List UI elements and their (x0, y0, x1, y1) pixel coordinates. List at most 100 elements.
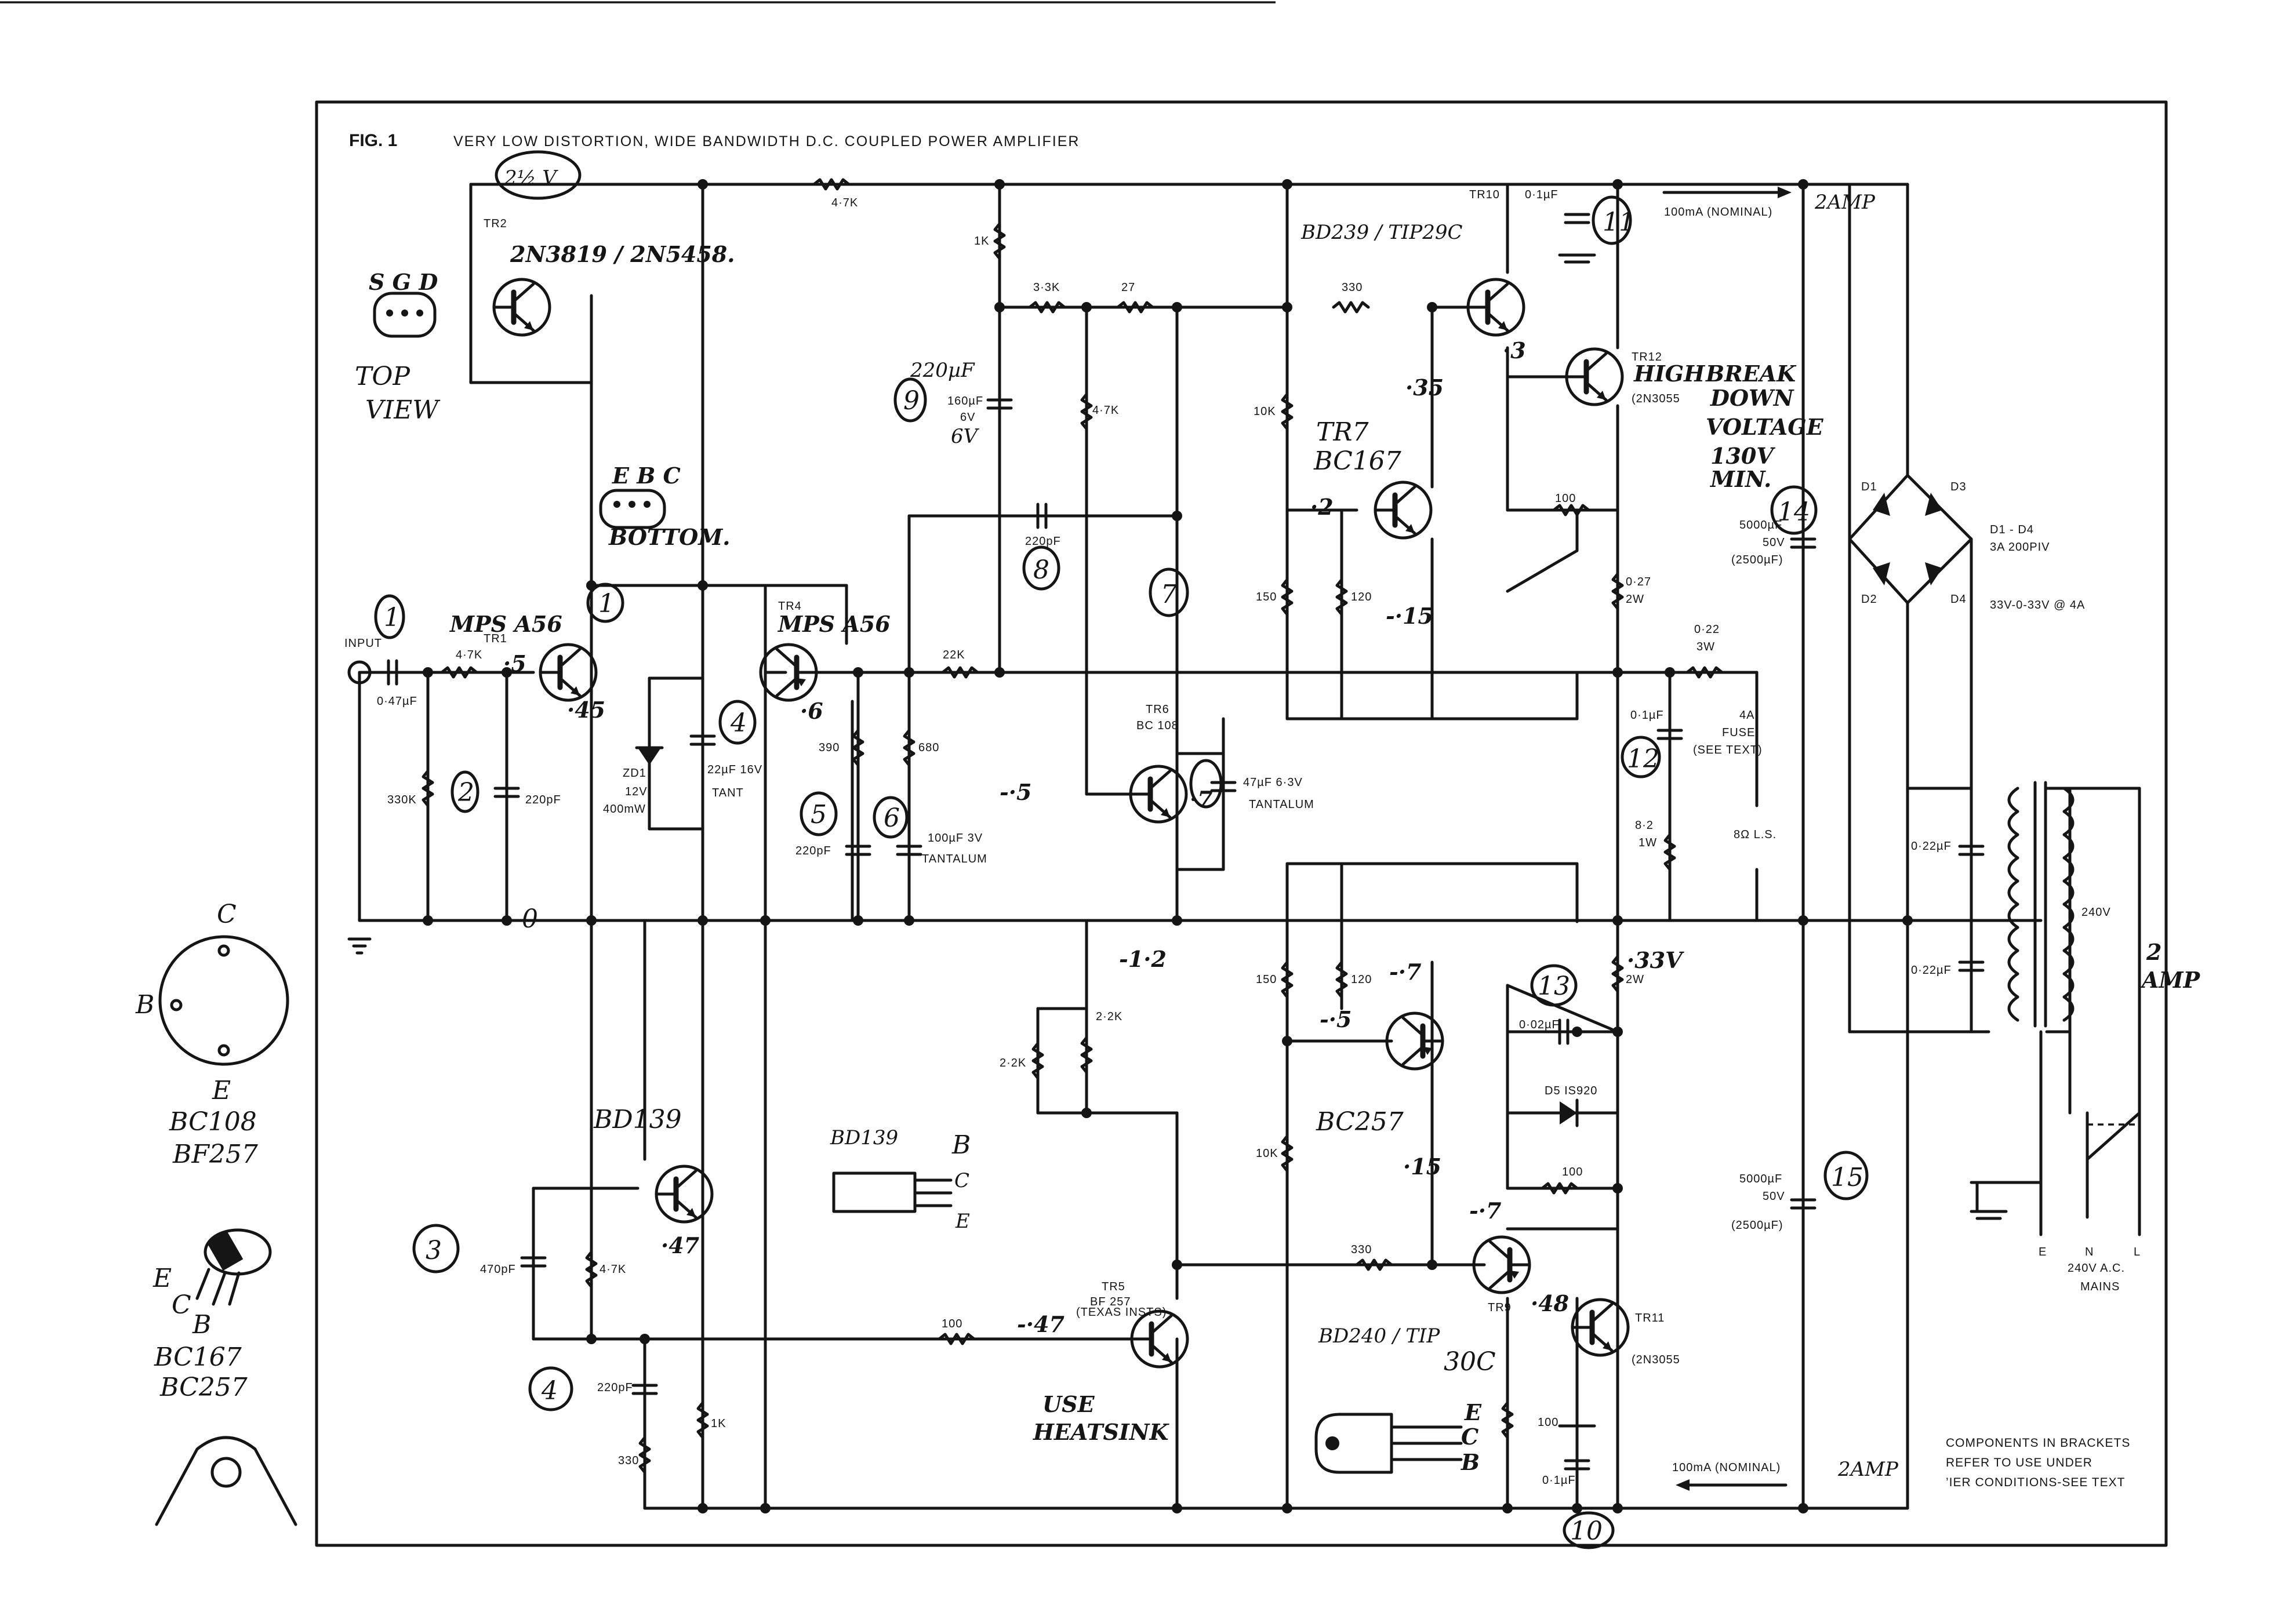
hw-tr7: TR7 (1316, 417, 1368, 447)
hw-high: HIGH (1633, 361, 1705, 387)
c-470-label: 470pF (480, 1263, 516, 1276)
r-4k7-mid-label: 4·7K (1092, 404, 1119, 417)
current-arrows (1662, 187, 1792, 1491)
r-3k3-label: 3·3K (1033, 281, 1060, 294)
tr11-type-label: (2N3055 (1632, 1353, 1680, 1366)
tr10-transistor (1468, 279, 1524, 335)
r-150-top-label: 150 (1256, 591, 1277, 603)
hw-pin-e: E (212, 1076, 231, 1105)
c-022-a-label: 0·22µF (1911, 840, 1952, 853)
r-100-bot-label: 100 (1562, 1166, 1583, 1178)
hw-vm15: ·15 (1403, 1153, 1441, 1180)
c-220pf-fb-label: 220pF (1025, 535, 1061, 548)
ebc-package-icon (599, 489, 666, 529)
hw-fuse-bot: 2AMP (1837, 1458, 1899, 1481)
hw-n2: 2 (457, 778, 474, 807)
hw-sgd: S G D (369, 269, 438, 295)
hw-amp2b: AMP (2140, 967, 2201, 993)
hw-v5: ·5 (503, 650, 526, 676)
c-5000-bot-v-label: 50V (1763, 1190, 1785, 1203)
r-1k-bot-label: 1K (711, 1417, 726, 1430)
r-22k-label: 22K (943, 649, 965, 661)
r-027-w-label: 2W (1626, 593, 1644, 606)
hw-pkg3-b: B (192, 1310, 211, 1340)
live-label: L (2134, 1246, 2141, 1258)
hw-tr2-alt: 2N3819 / 2N5458. (510, 241, 735, 267)
tr4-label: TR4 (778, 600, 802, 613)
hw-heatsink: HEATSINK (1033, 1419, 1170, 1445)
hw-tip-c: C (1461, 1424, 1478, 1450)
capacitors (387, 213, 1985, 1471)
r-1k-top-label: 1K (974, 235, 989, 248)
r-120-bot-label: 120 (1351, 973, 1372, 986)
hw-bc167: BC167 (1313, 446, 1401, 476)
hw-v12: -1·2 (1119, 946, 1167, 972)
hw-pkg1: BC108 (169, 1107, 257, 1137)
tr12-label: TR12 (1632, 351, 1662, 363)
tip-package-icon (1314, 1413, 1393, 1474)
zener-diode (635, 746, 664, 765)
hw-bd139-e: E (955, 1210, 970, 1233)
hw-voltage: VOLTAGE (1706, 414, 1824, 440)
c-100-t-label: TANTALUM (922, 853, 987, 865)
r-4k7-bot-label: 4·7K (600, 1263, 626, 1276)
c-5000-bot-label: 5000µF (1739, 1173, 1782, 1185)
c-220pf-c-label: 220pF (795, 845, 831, 857)
hw-v3: ·3 (1503, 337, 1526, 363)
zd1-p-label: 400mW (603, 803, 646, 816)
c-01-bot-label: 0·1µF (1542, 1474, 1576, 1487)
hw-n4: 4 (541, 1376, 558, 1406)
hw-v48: ·48 (1531, 1290, 1569, 1316)
tx-pri-label: 240V (2081, 906, 2111, 919)
hw-n6: 6 (884, 803, 900, 833)
fuse-label: 4A (1739, 709, 1754, 722)
c-47-t-label: TANTALUM (1249, 798, 1314, 811)
hw-vm7: -·7 (1389, 959, 1421, 985)
tr1-transistor (540, 645, 596, 700)
junction-dots (423, 179, 1913, 1513)
figure-frame (315, 100, 2168, 1547)
speaker-label: 8Ω L.S. (1734, 828, 1777, 841)
hw-v33: ·33V (1627, 947, 1684, 973)
c-160-label: 160µF (947, 395, 983, 407)
bridge-rectifier (1848, 474, 1973, 605)
fuse-n-label: (SEE TEXT) (1693, 744, 1763, 756)
c-220pf-in-label: 220pF (525, 794, 561, 806)
hw-vminus5: -·5 (1000, 779, 1031, 805)
tr2-transistor (494, 279, 550, 335)
r-100-top-label: 100 (1555, 492, 1576, 505)
hw-break: BREAK (1705, 361, 1797, 387)
hw-pkg3: BC167 (154, 1342, 242, 1372)
hw-v45: ·45 (567, 697, 605, 723)
hw-n9: 9 (903, 386, 920, 416)
hw-tip-b: B (1461, 1449, 1480, 1475)
hw-v35: ·35 (1405, 374, 1444, 401)
to18-package-icon (158, 935, 289, 1066)
r-150-bot-label: 150 (1256, 973, 1277, 986)
hw-n11: 11 (1603, 208, 1635, 237)
c-in-label: 0·47µF (377, 695, 417, 708)
r-2w-bot-label: 2W (1626, 973, 1644, 986)
d5-diode (1560, 1098, 1579, 1127)
hw-v130: 130V (1710, 443, 1775, 469)
hw-tr4-type: MPS A56 (777, 611, 891, 637)
hw-tr8-type: BC257 (1316, 1107, 1404, 1137)
psu-ellipse (495, 150, 582, 200)
r-82-label: 8·2 (1635, 819, 1654, 832)
hw-bd139-c: C (954, 1169, 969, 1192)
hw-n3: 3 (426, 1236, 442, 1265)
zd1-label: ZD1 (623, 767, 646, 780)
d1-label: D1 (1861, 481, 1877, 493)
hw-bd139-pkg: BD139 (830, 1126, 898, 1149)
hw-v6: ·6 (800, 698, 823, 724)
r-82-w-label: 1W (1639, 836, 1657, 849)
hw-pkg3-e: E (152, 1264, 172, 1293)
hw-tr9-type: BD240 / TIP (1318, 1324, 1440, 1348)
c-47-label: 47µF 6·3V (1243, 776, 1303, 789)
c-002-label: 0·02µF (1519, 1018, 1560, 1031)
hw-use: USE (1042, 1391, 1095, 1417)
zd1-v-label: 12V (625, 785, 648, 798)
hw-fuse-top: 2AMP (1814, 191, 1876, 214)
hw-n1b: 1 (598, 589, 615, 618)
hw-tr9-type2: 30C (1444, 1347, 1496, 1377)
